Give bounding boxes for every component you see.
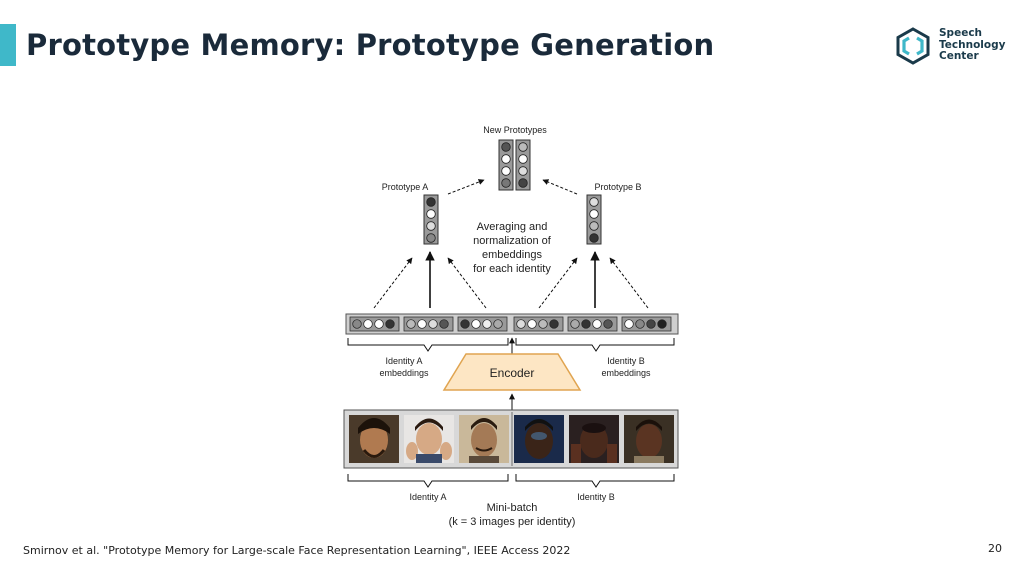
identity-a-brace bbox=[347, 474, 509, 488]
prototype-b-label: Prototype B bbox=[594, 182, 641, 192]
title-accent-bar bbox=[0, 24, 16, 66]
embedding-b2 bbox=[567, 316, 618, 332]
averaging-text-line-3: embeddings bbox=[482, 249, 542, 261]
prototype-a-vector bbox=[423, 194, 439, 245]
face-image-a2 bbox=[404, 415, 454, 463]
new-prototype-vector-2 bbox=[515, 139, 531, 191]
face-image-b3 bbox=[624, 415, 674, 463]
logo-line-3: Center bbox=[939, 50, 979, 62]
k-images-label: (k = 3 images per identity) bbox=[449, 516, 576, 528]
averaging-text-line-2: normalization of bbox=[473, 235, 552, 247]
identity-b-embeddings-label-1: Identity B bbox=[607, 356, 645, 366]
logo-line-1: Speech bbox=[939, 27, 983, 39]
dashed-arrow-b-to-new bbox=[542, 179, 578, 195]
prototype-a-label: Prototype A bbox=[382, 182, 429, 192]
dashed-arrow-a-to-new bbox=[447, 179, 485, 195]
embeddings-strip bbox=[345, 313, 679, 335]
embedding-a1 bbox=[349, 316, 400, 332]
mini-batch-label: Mini-batch bbox=[487, 502, 538, 514]
hexagon-brackets-icon bbox=[896, 27, 930, 65]
mini-batch-images-strip bbox=[343, 409, 679, 469]
prototype-b-vector bbox=[586, 194, 602, 245]
face-image-b2 bbox=[569, 415, 619, 463]
slide-title: Prototype Memory: Prototype Generation bbox=[26, 28, 715, 62]
dashed-arrow-emb-a3 bbox=[447, 257, 487, 309]
dashed-arrow-emb-a1 bbox=[373, 257, 413, 309]
averaging-text-line-4: for each identity bbox=[473, 263, 551, 275]
identity-b-label: Identity B bbox=[577, 492, 615, 502]
new-prototypes-label: New Prototypes bbox=[483, 125, 547, 135]
encoder-block bbox=[442, 353, 582, 391]
dashed-arrow-emb-b3 bbox=[609, 257, 649, 309]
identity-a-label: Identity A bbox=[409, 492, 446, 502]
embedding-b1 bbox=[513, 316, 564, 332]
encoder-label: Encoder bbox=[490, 366, 535, 380]
averaging-text-line-1: Averaging and bbox=[477, 221, 548, 233]
identity-a-embeddings-brace bbox=[347, 338, 509, 352]
identity-a-embeddings-label-2: embeddings bbox=[379, 368, 429, 378]
logo-text: Speech Technology Center bbox=[939, 27, 1006, 63]
face-image-b1 bbox=[514, 415, 564, 463]
identity-b-embeddings-label-2: embeddings bbox=[601, 368, 651, 378]
embedding-b3 bbox=[621, 316, 672, 332]
identity-b-embeddings-brace bbox=[515, 338, 675, 352]
identity-b-brace bbox=[515, 474, 675, 488]
embedding-a3 bbox=[457, 316, 508, 332]
face-image-a1 bbox=[349, 415, 399, 463]
face-image-a3 bbox=[459, 415, 509, 463]
speech-technology-center-logo: Speech Technology Center bbox=[893, 26, 1006, 66]
logo-line-2: Technology bbox=[939, 38, 1006, 51]
prototype-generation-diagram: New Prototypes Prototype A Prototype B A… bbox=[343, 125, 679, 528]
page-number: 20 bbox=[988, 542, 1002, 555]
new-prototype-vector-1 bbox=[498, 139, 514, 191]
citation: Smirnov et al. "Prototype Memory for Lar… bbox=[23, 544, 571, 557]
identity-a-embeddings-label-1: Identity A bbox=[385, 356, 422, 366]
dashed-arrow-emb-b1 bbox=[538, 257, 578, 309]
embedding-a2 bbox=[403, 316, 454, 332]
